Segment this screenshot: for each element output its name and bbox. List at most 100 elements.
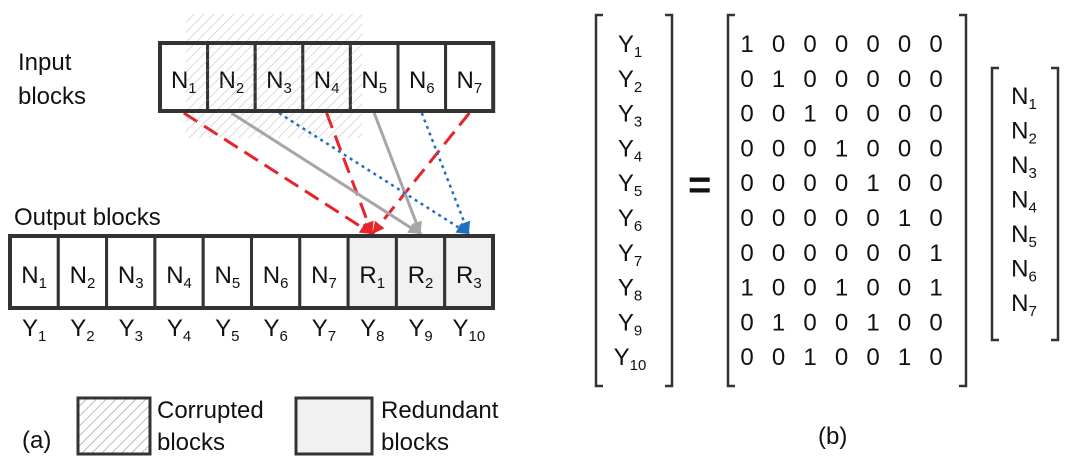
matrix-cell: 0 [835,344,848,371]
panel-a-label: (a) [22,427,51,454]
matrix-cell: 0 [898,101,911,128]
y-label: Y9 [408,315,432,345]
y-vector-entry: Y3 [618,101,642,131]
matrix-cell: 1 [866,170,879,197]
n-vector-entry: N3 [1011,152,1037,182]
output-block [105,234,157,310]
y-label: Y1 [22,315,46,345]
matrix-cell: 1 [929,240,942,267]
matrix-cell: 0 [803,135,816,162]
matrix-cell: 0 [929,135,942,162]
input-row-border [158,41,496,113]
matrix-cell: 0 [803,31,816,58]
y-vector-entry: Y6 [618,205,642,235]
y-label: Y6 [263,315,287,345]
arrow-head [372,220,385,234]
matrix-cell: 0 [740,205,753,232]
matrix-cell: 0 [772,344,785,371]
y-vector-entry: Y1 [618,31,642,61]
arrow-head [410,220,422,234]
matrix-cell: 1 [772,66,785,93]
matrix-cell: 0 [866,205,879,232]
matrix-cell: 1 [866,309,879,336]
matrix-cell: 0 [803,170,816,197]
input-block-label: N5 [361,67,387,97]
matrix-cell: 0 [898,275,911,302]
input-block-label: N7 [457,67,483,97]
n-vector-right-bracket [1051,66,1060,342]
arrow-head [407,222,421,234]
y-vector-entry: Y10 [614,344,647,374]
matrix-cell: 0 [929,31,942,58]
y-vector-entry: Y5 [618,170,642,200]
matrix-cell: 0 [929,101,942,128]
y-label: Y4 [167,315,191,345]
output-row-border [8,234,495,310]
matrix-cell: 0 [929,66,942,93]
matrix-cell: 1 [898,344,911,371]
matrix-cell: 0 [835,170,848,197]
matrix-cell: 1 [898,205,911,232]
matrix-cell: 0 [866,101,879,128]
panel-b-label: (b) [818,423,847,450]
connection-gray-solid [372,112,422,235]
input-block [396,41,448,113]
matrix-cell: 0 [740,240,753,267]
matrix-cell: 0 [929,344,942,371]
matrix-cell: 0 [835,66,848,93]
output-blocks-label: Output blocks [14,204,161,231]
matrix-cell: 0 [803,240,816,267]
y-vector-entry: Y8 [618,275,642,305]
matrix-cell: 1 [929,275,942,302]
redundant-output-block [346,234,398,310]
matrix-cell: 0 [835,205,848,232]
output-block-label: N1 [21,262,47,292]
matrix-cell: 0 [929,205,942,232]
matrix-cell: 0 [835,240,848,267]
matrix-cell: 0 [740,344,753,371]
matrix-cell: 0 [740,101,753,128]
n-vector-entry: N6 [1011,256,1037,286]
matrix-cell: 1 [740,275,753,302]
matrix-cell: 0 [803,309,816,336]
corrupted-overlay [185,14,363,138]
matrix-cell: 1 [772,309,785,336]
connection-blue-dotted [420,112,471,235]
n-vector-entry: N7 [1011,290,1037,320]
matrix-cell: 0 [803,66,816,93]
y-vector-left-bracket [594,13,603,388]
matrix-cell: 1 [803,101,816,128]
matrix-cell: 0 [866,31,879,58]
matrix-cell: 0 [772,240,785,267]
legend-corrupted-label-line2: blocks [157,429,225,456]
matrix-cell: 0 [835,31,848,58]
matrix-cell: 0 [772,170,785,197]
n-vector-entry: N5 [1011,221,1037,251]
y-label: Y2 [70,315,94,345]
output-block-label: N7 [311,262,337,292]
matrix-cell: 0 [866,135,879,162]
output-block-label: N4 [166,262,192,292]
matrix-cell: 0 [929,170,942,197]
matrix-cell: 0 [898,135,911,162]
output-block-label: R2 [408,262,434,292]
matrix-cell: 1 [835,275,848,302]
legend-redundant-swatch [294,396,374,456]
y-vector-entry: Y4 [618,135,642,165]
matrix-cell: 0 [740,135,753,162]
matrix-right-bracket [959,13,968,388]
n-vector-entry: N2 [1011,118,1037,148]
matrix-cell: 0 [803,275,816,302]
matrix-cell: 0 [929,309,942,336]
arrow-head [358,222,373,234]
arrow-head [455,222,469,234]
y-vector-entry: Y2 [618,66,642,96]
legend-redundant-label-line2: blocks [381,429,449,456]
matrix-cell: 0 [803,205,816,232]
y-label: Y8 [360,315,384,345]
n-vector-left-bracket [990,66,999,342]
